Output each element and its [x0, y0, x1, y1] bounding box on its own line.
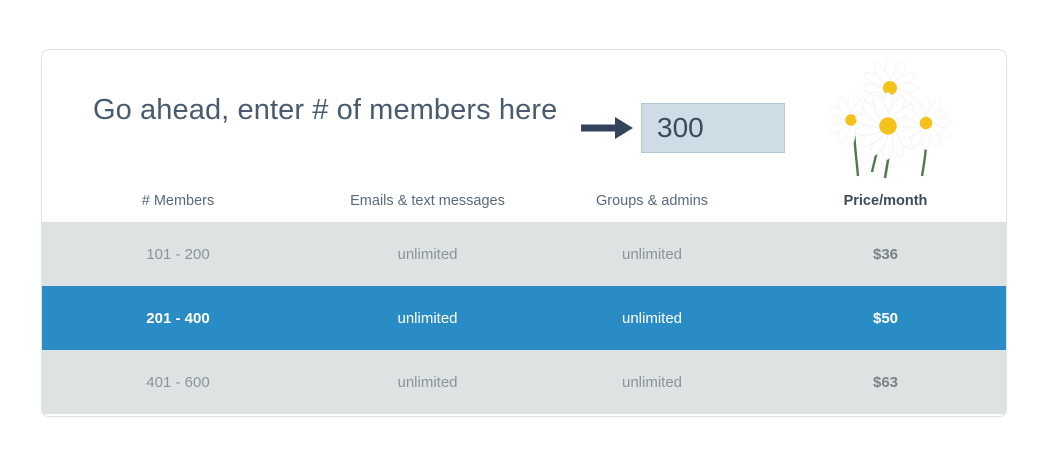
prompt-row: Go ahead, enter # of members here	[42, 50, 1006, 180]
cell-price: $36	[763, 222, 1006, 286]
table-body: 101 - 200 unlimited unlimited $36 201 - …	[42, 222, 1006, 414]
members-input[interactable]	[641, 103, 785, 153]
table-row[interactable]: 401 - 600 unlimited unlimited $63	[42, 350, 1006, 414]
column-header-members: # Members	[42, 180, 314, 222]
pricing-calculator-card: Go ahead, enter # of members here	[41, 49, 1007, 417]
page-title: Go ahead, enter # of members here	[93, 94, 558, 126]
cell-price: $63	[763, 350, 1006, 414]
table-header-row: # Members Emails & text messages Groups …	[42, 180, 1006, 222]
cell-emails: unlimited	[314, 350, 541, 414]
table-row-selected[interactable]: 201 - 400 unlimited unlimited $50	[42, 286, 1006, 350]
column-header-emails: Emails & text messages	[314, 180, 541, 222]
arrow-right-icon	[579, 113, 635, 143]
table-header: # Members Emails & text messages Groups …	[42, 180, 1006, 222]
pricing-table: # Members Emails & text messages Groups …	[42, 180, 1006, 414]
cell-price: $50	[763, 286, 1006, 350]
cell-groups: unlimited	[541, 286, 763, 350]
daisy-flowers-image	[806, 54, 976, 179]
cell-members: 101 - 200	[42, 222, 314, 286]
cell-members: 401 - 600	[42, 350, 314, 414]
column-header-price: Price/month	[763, 180, 1006, 222]
column-header-groups: Groups & admins	[541, 180, 763, 222]
cell-members: 201 - 400	[42, 286, 314, 350]
cell-emails: unlimited	[314, 286, 541, 350]
table-row[interactable]: 101 - 200 unlimited unlimited $36	[42, 222, 1006, 286]
cell-emails: unlimited	[314, 222, 541, 286]
cell-groups: unlimited	[541, 350, 763, 414]
cell-groups: unlimited	[541, 222, 763, 286]
